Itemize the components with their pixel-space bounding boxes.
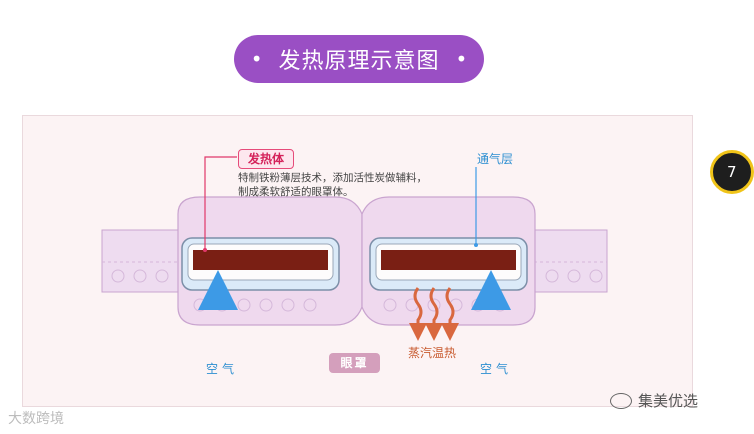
title-dot-right: • <box>455 47 468 71</box>
vent-layer-label: 通气层 <box>477 152 514 166</box>
diagram-title: 发热原理示意图 <box>278 49 440 74</box>
air-label-left: 空气 <box>206 362 239 376</box>
watermark-right: 集美优选 <box>610 390 698 411</box>
watermark-left: 大数跨境 <box>8 411 64 427</box>
wechat-icon <box>610 392 632 409</box>
steam-label: 蒸汽温热 <box>408 346 457 360</box>
heater-description-line2: 制成柔软舒适的眼罩体。 <box>238 186 354 198</box>
heater-bar-left <box>193 250 328 270</box>
heater-bar-right <box>381 250 516 270</box>
mask-tag: 眼罩 <box>329 353 380 373</box>
air-label-right: 空气 <box>480 362 513 376</box>
watermark-right-text: 集美优选 <box>638 392 699 410</box>
eye-mask-illustration <box>101 156 608 356</box>
title-dot-left: • <box>250 47 263 71</box>
steam-arrows <box>409 287 459 341</box>
heater-pointer <box>204 156 237 250</box>
heater-label: 发热体 <box>238 149 295 169</box>
corner-badge[interactable]: 7 <box>710 150 754 194</box>
diagram-title-pill: • 发热原理示意图 • <box>234 35 484 83</box>
heater-description-line1: 特制铁粉薄层技术，添加活性炭做辅料， <box>238 172 427 184</box>
